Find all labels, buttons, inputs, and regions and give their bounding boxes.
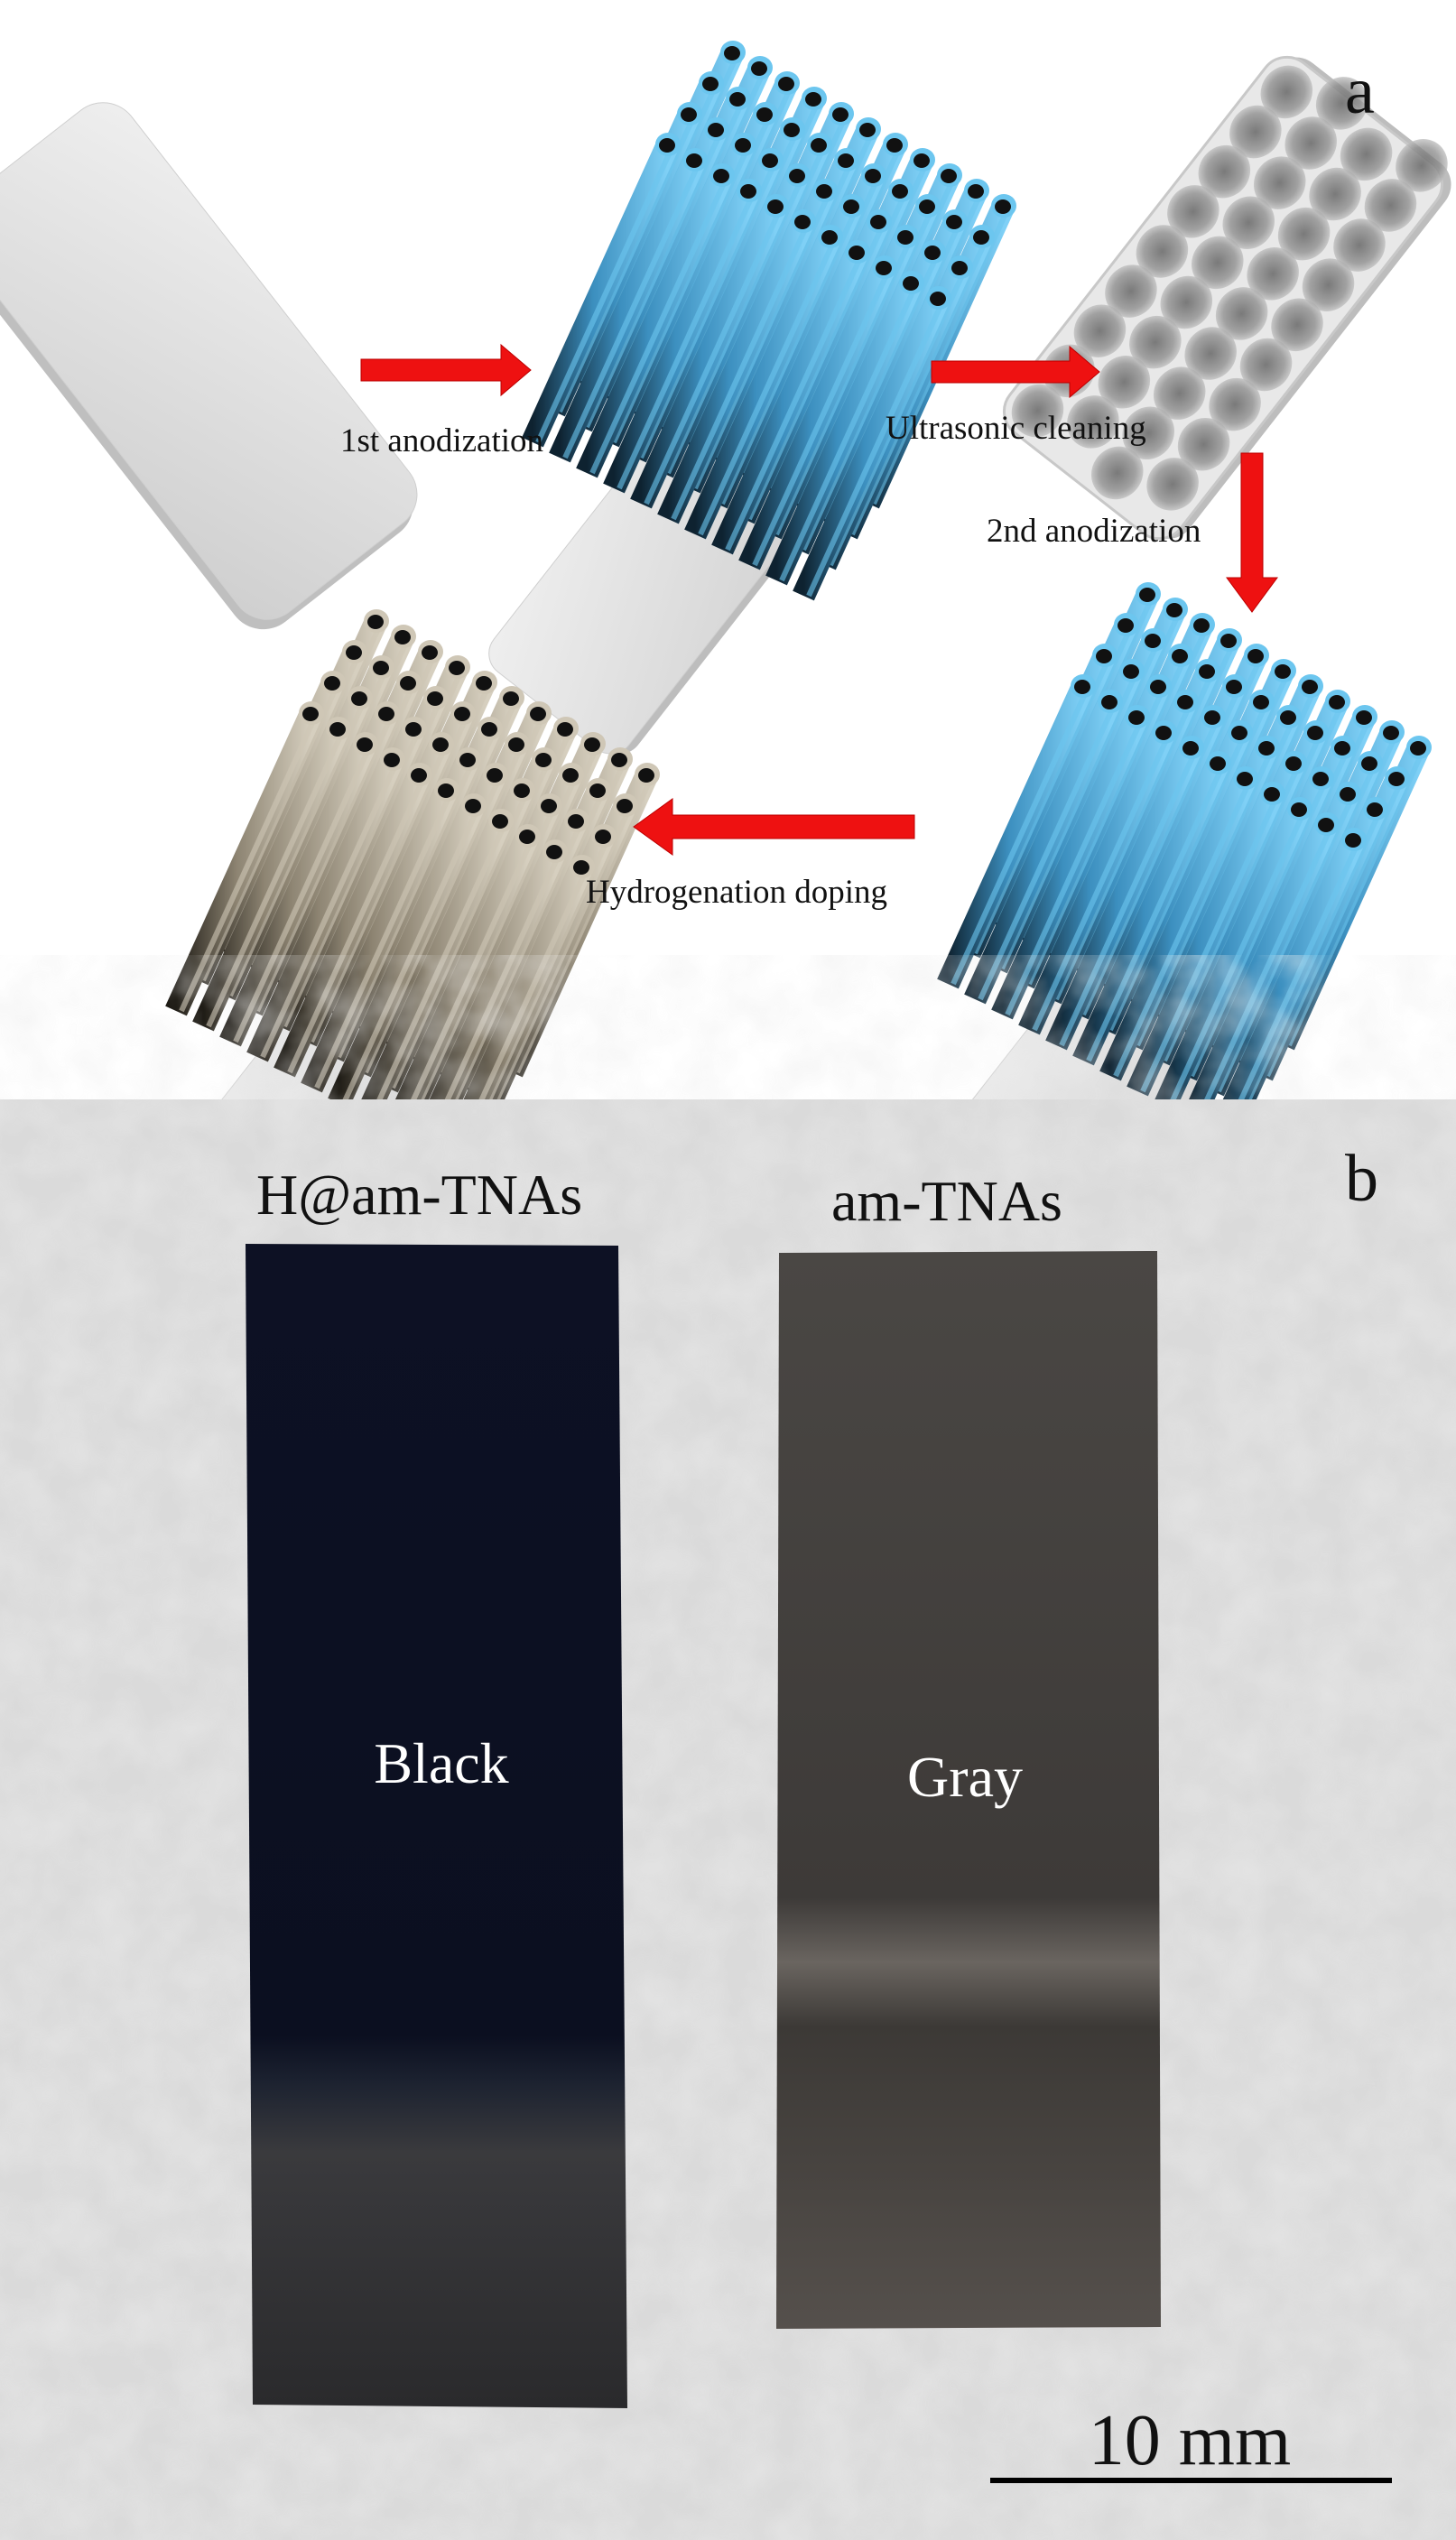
nanotube: [711, 240, 870, 555]
pore-dimple: [1229, 105, 1282, 159]
pore-dimple: [1177, 417, 1230, 471]
titanium-foil: [0, 102, 418, 630]
pore-dimple: [1153, 366, 1206, 420]
nanotube: [630, 194, 789, 509]
pore-dimple: [1105, 264, 1157, 318]
step-label-2nd-anodization: 2nd anodization: [987, 513, 1201, 550]
nanotube: [684, 225, 843, 540]
tube-array-hydrogenated: [132, 609, 660, 1323]
nanotube: [328, 793, 487, 1108]
arrow-down: [1226, 452, 1278, 613]
pore-dimple: [1340, 127, 1393, 181]
pore-dimple: [1364, 179, 1417, 232]
nanotube: [793, 286, 951, 601]
pore-dimple: [1253, 156, 1306, 209]
nanotube: [1072, 751, 1231, 1066]
step-label-1st-anodization: 1st anodization: [340, 422, 543, 459]
pore-dimple: [1122, 406, 1175, 460]
nanotube: [192, 717, 351, 1032]
pore-dimple: [1067, 395, 1119, 449]
pore-dimple: [1209, 377, 1261, 431]
nanotube: [991, 705, 1150, 1020]
nanotube: [165, 701, 324, 1016]
nanotube: [1099, 766, 1258, 1081]
panel-a: 1st anodization Ultrasonic cleaning 2nd …: [0, 41, 1451, 1323]
pore-dimple: [1284, 116, 1337, 170]
nanotube: [1208, 828, 1367, 1143]
pore-dimple: [1396, 139, 1448, 192]
pore-dimple: [1239, 338, 1293, 392]
nanotube: [382, 824, 541, 1139]
scale-bar-label: 10 mm: [1089, 2401, 1291, 2480]
pore-dimple: [1129, 315, 1182, 369]
pore-dimple: [1146, 458, 1199, 511]
pore-dimple: [1191, 236, 1244, 290]
panel-label-b: b: [1345, 1142, 1378, 1216]
pore-dimple: [1098, 355, 1151, 409]
nanotube: [355, 809, 514, 1124]
nanotube: [937, 674, 1096, 989]
dimpled-titanium-plate: [1002, 55, 1451, 541]
sample-color-label-right: Gray: [907, 1745, 1023, 1809]
sample-color-label-left: Black: [374, 1731, 508, 1795]
pore-dimple: [1277, 207, 1331, 261]
nanotube: [522, 133, 681, 448]
pore-dimple: [1184, 327, 1237, 380]
black-sample-h-am-tnas: [246, 1244, 627, 2408]
step-label-ultrasonic-cleaning: Ultrasonic cleaning: [886, 410, 1146, 447]
pore-dimple: [1011, 384, 1064, 438]
nanotube: [301, 778, 459, 1093]
pore-dimple: [1302, 258, 1355, 311]
pore-dimple: [1333, 218, 1386, 272]
nanotube: [1045, 736, 1204, 1051]
pore-dimple: [1222, 196, 1275, 249]
pore-dimple: [1309, 167, 1361, 221]
nanotube: [657, 209, 816, 524]
nanotube: [738, 255, 897, 570]
pore-dimple: [1073, 304, 1127, 357]
tube-array-1st-anodization: [488, 41, 1016, 755]
panel-label-a: a: [1345, 54, 1375, 128]
pore-dimple: [1215, 287, 1268, 340]
pore-dimple: [1247, 247, 1299, 301]
arrow-right-1: [360, 343, 532, 397]
arrow-right-2: [931, 345, 1100, 399]
step-label-hydrogenation-doping: Hydrogenation doping: [586, 874, 887, 911]
pore-dimple: [1198, 144, 1251, 199]
pore-dimple: [1090, 446, 1144, 500]
gray-sample-am-tnas: [776, 1251, 1161, 2329]
nanotube: [576, 163, 735, 478]
arrow-left: [633, 798, 915, 856]
sample-name-right: am-TNAs: [831, 1169, 1062, 1233]
nanotube: [765, 271, 924, 586]
nanotube: [1181, 812, 1340, 1127]
panel-b-photo: b H@am-TNAs am-TNAs Black Gray 10 mm: [0, 1099, 1456, 2540]
nanotube: [1154, 797, 1312, 1112]
sample-name-left: H@am-TNAs: [256, 1163, 582, 1227]
nanotube: [549, 148, 708, 463]
nanotube: [1018, 720, 1177, 1035]
pore-dimple: [1271, 298, 1323, 352]
pore-dimple: [1167, 185, 1220, 238]
nanotube: [603, 179, 762, 494]
pore-dimple: [1136, 225, 1189, 278]
nanotube: [964, 690, 1123, 1005]
pore-dimple: [1260, 65, 1313, 119]
nanotube: [274, 763, 432, 1078]
nanotube: [246, 747, 405, 1062]
pore-dimple: [1315, 77, 1368, 130]
pore-dimple: [1160, 275, 1213, 329]
nanotube: [1127, 782, 1285, 1097]
nanotube: [219, 732, 378, 1047]
